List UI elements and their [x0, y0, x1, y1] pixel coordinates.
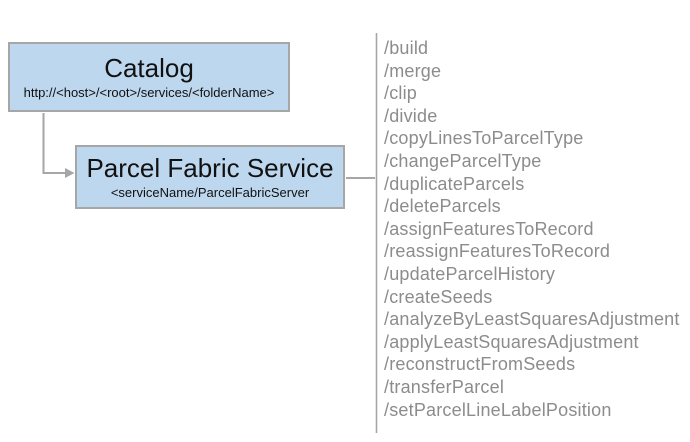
- catalog-node-title: Catalog: [104, 52, 194, 83]
- endpoint-item: /analyzeByLeastSquaresAdjustment: [384, 309, 680, 330]
- catalog-node-url: http://<host>/<root>/services/<folderNam…: [23, 85, 275, 101]
- parcel-fabric-service-node: Parcel Fabric Service <serviceName/Parce…: [75, 145, 345, 209]
- endpoint-item: /divide: [384, 105, 438, 126]
- endpoint-item: /clip: [384, 83, 418, 104]
- endpoint-item: /copyLinesToParcelType: [384, 128, 584, 149]
- endpoint-item: /reassignFeaturesToRecord: [384, 241, 611, 262]
- catalog-to-service-arrowhead: [65, 168, 75, 178]
- endpoint-item: /createSeeds: [384, 286, 493, 307]
- service-node-title: Parcel Fabric Service: [86, 152, 334, 183]
- endpoint-item: /build: [384, 38, 429, 58]
- catalog-to-service-arrow: [42, 113, 66, 174]
- endpoint-item: /applyLeastSquaresAdjustment: [384, 331, 639, 352]
- endpoint-item: /deleteParcels: [384, 196, 501, 217]
- endpoint-item: /setParcelLineLabelPosition: [384, 399, 612, 420]
- endpoint-item: /transferParcel: [384, 376, 505, 397]
- endpoint-item: /duplicateParcels: [384, 173, 525, 194]
- endpoint-list: /build/merge/clip/divide/copyLinesToParc…: [384, 37, 680, 421]
- endpoint-item: /assignFeaturesToRecord: [384, 218, 594, 239]
- endpoint-item: /updateParcelHistory: [384, 263, 556, 284]
- catalog-node: Catalog http://<host>/<root>/services/<f…: [8, 42, 290, 112]
- service-node-url: <serviceName/ParcelFabricServer: [110, 185, 310, 201]
- endpoint-item: /reconstructFromSeeds: [384, 354, 576, 375]
- endpoint-item: /merge: [384, 60, 442, 81]
- endpoint-item: /changeParcelType: [384, 150, 542, 171]
